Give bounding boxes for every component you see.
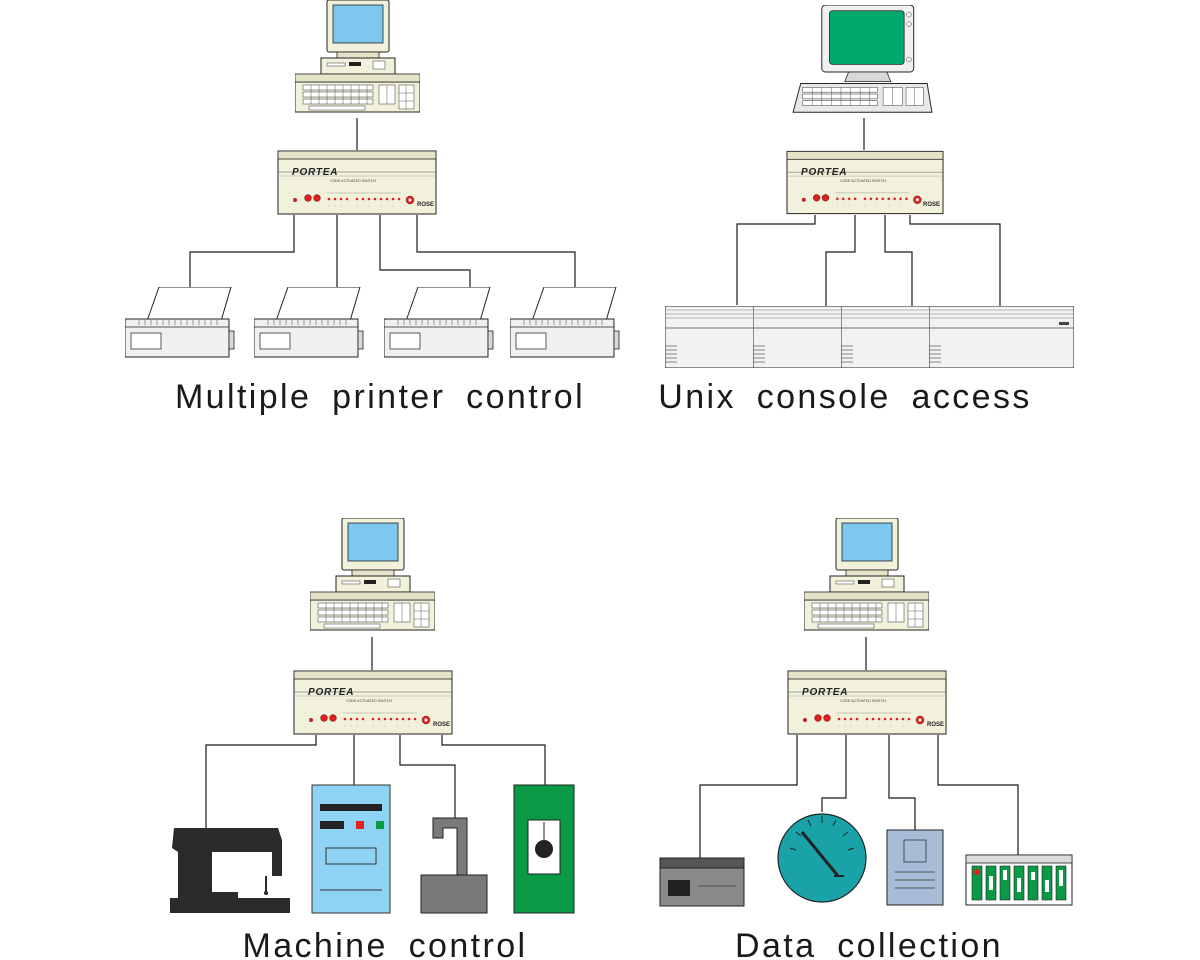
panel-caption: Machine control <box>242 927 527 960</box>
pc-icon <box>310 518 435 631</box>
switch-brand: PORTEA <box>801 167 847 178</box>
rack-module-icon <box>965 854 1073 906</box>
press-machine-icon <box>420 817 488 914</box>
switch-subtitle: CODE ACTIVATED SWITCH <box>330 179 376 183</box>
control-cabinet-icon <box>311 784 391 914</box>
switch-brand: PORTEA <box>292 167 338 178</box>
switch-maker: ROSE <box>417 202 434 208</box>
panel-printer-control: PORTEA CODE ACTIVATED SWITCH ROSE Multip… <box>125 0 620 416</box>
switch-subtitle: CODE ACTIVATED SWITCH <box>840 699 886 703</box>
switch-subtitle: CODE ACTIVATED SWITCH <box>346 699 392 703</box>
connection-lines <box>205 637 546 830</box>
switch-subtitle: CODE ACTIVATED SWITCH <box>840 179 886 183</box>
unix-server-icon <box>929 306 1074 368</box>
switch-maker: ROSE <box>923 202 940 208</box>
printer-icon <box>125 287 235 358</box>
sewing-machine-icon <box>170 828 290 913</box>
gauge-icon <box>777 813 867 903</box>
panel-data-collection: PORTEA CODE ACTIVATED SWITCH ROSE <box>659 518 1073 960</box>
switch-brand: PORTEA <box>802 687 848 698</box>
panel-caption: Data collection <box>735 927 1003 960</box>
pc-icon <box>804 518 929 631</box>
code-activated-switch: PORTEA CODE ACTIVATED SWITCH ROSE <box>277 150 437 215</box>
code-activated-switch: PORTEA CODE ACTIVATED SWITCH ROSE <box>786 150 944 215</box>
meter-box-icon <box>659 857 745 907</box>
connection-lines <box>189 118 576 287</box>
printer-icon <box>254 287 364 358</box>
panel-caption: Multiple printer control <box>175 378 585 416</box>
switch-maker: ROSE <box>433 722 450 728</box>
code-activated-switch: PORTEA CODE ACTIVATED SWITCH ROSE <box>293 670 453 735</box>
switch-brand: PORTEA <box>308 687 354 698</box>
panel-caption: Unix console access <box>658 378 1032 416</box>
sensor-unit-icon <box>886 829 944 906</box>
unix-terminal-icon <box>792 5 933 113</box>
connection-lines <box>736 118 1001 308</box>
pc-icon <box>295 0 420 113</box>
connection-lines <box>699 637 1019 858</box>
switch-maker: ROSE <box>927 722 944 728</box>
printer-icon <box>510 287 620 358</box>
panel-unix-console: PORTEA CODE ACTIVATED SWITCH ROSE Unix c… <box>658 5 1074 416</box>
panel-machine-control: PORTEA CODE ACTIVATED SWITCH ROSE <box>170 518 575 960</box>
printer-icon <box>384 287 494 358</box>
controller-panel-icon <box>513 784 575 914</box>
code-activated-switch: PORTEA CODE ACTIVATED SWITCH ROSE <box>787 670 947 735</box>
